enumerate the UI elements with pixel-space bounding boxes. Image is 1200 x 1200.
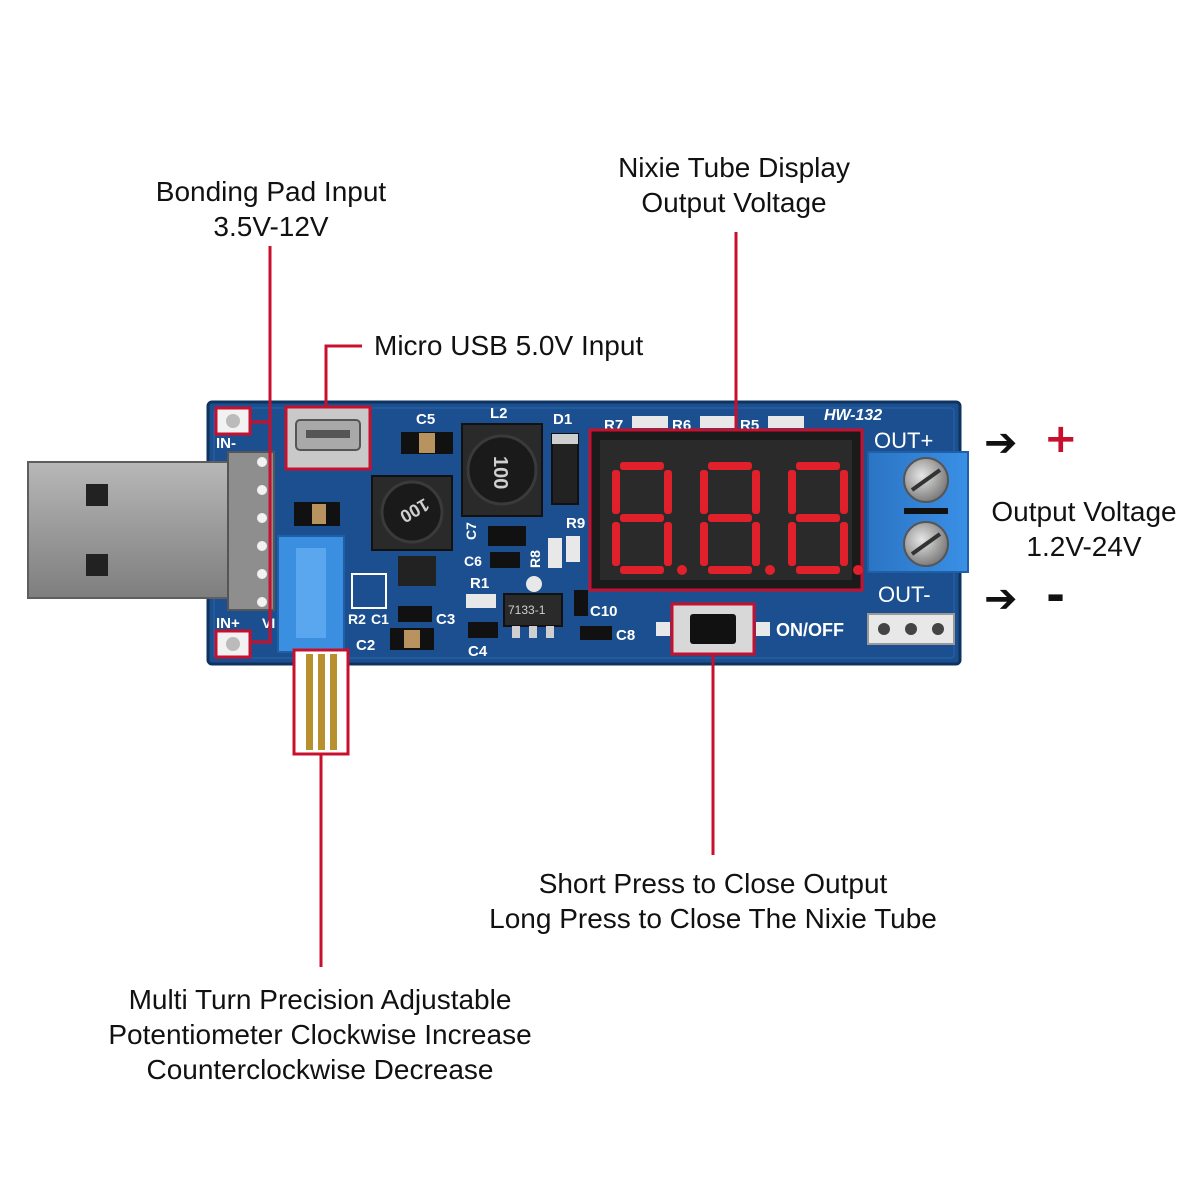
label-out-plus: OUT+ [874,428,933,453]
digit-1-segment-f [612,470,620,514]
digit-2-decimal-point [765,565,775,575]
leader-micro-usb [324,344,362,408]
label-d1: D1 [553,411,572,428]
label-c3: C3 [436,611,455,628]
label-on-off: ON/OFF [776,620,844,640]
header-pins [867,613,955,645]
callout-potentiometer: Multi Turn Precision Adjustable Potentio… [108,984,532,1085]
digit-3-segment-e [788,522,796,566]
label-r9: R9 [566,515,585,532]
resistor-r9 [566,536,580,562]
arrow-minus-icon: ➔ [984,576,1018,622]
resistor-r6 [700,416,736,428]
resistor-r5 [768,416,804,428]
digit-3-segment-f [788,470,796,514]
leader-lines [250,232,738,967]
digit-2-segment-g [708,514,752,522]
label-c5: C5 [416,411,435,428]
capacitor-c10 [574,590,588,616]
label-out-minus: OUT- [878,582,931,607]
label-c8: C8 [616,627,635,644]
digit-3-segment-d [796,566,840,574]
label-c7: C7 [463,522,479,540]
digit-2-segment-c [752,522,760,566]
digit-1-segment-d [620,566,664,574]
output-terminal-block [867,451,969,573]
digit-2-segment-d [708,566,752,574]
label-c6: C6 [464,553,482,569]
capacitor-c8 [580,626,612,640]
digit-3-decimal-point [853,565,863,575]
label-c4: C4 [468,643,488,660]
board-model: HW-132 [824,407,882,424]
digit-3-segment-b [840,470,848,514]
regulator-ic: 7133-1 [503,593,563,638]
capacitor-c6 [490,552,520,568]
diode-d1 [551,433,579,505]
label-r1: R1 [470,575,489,592]
label-in-plus: IN+ [216,615,240,632]
ic-marking: 7133-1 [508,603,546,617]
label-r2: R2 [348,611,366,627]
callout-bonding-pad: Bonding Pad Input 3.5V-12V [155,176,387,242]
label-c1: C1 [371,611,389,627]
label-l2: L2 [490,405,508,422]
digit-2-segment-a [708,462,752,470]
digit-1-segment-b [664,470,672,514]
label-c10: C10 [590,603,618,620]
display-digits [612,462,863,575]
label-r8: R8 [527,550,543,568]
resistor-r1 [466,594,496,608]
digit-2-segment-f [700,470,708,514]
capacitor-small-body [312,504,326,524]
digit-3-segment-g [796,514,840,522]
bonding-pad-in-minus [214,406,252,436]
usb-a-plug [27,451,275,611]
led-indicator [526,576,542,592]
capacitor-c7 [488,526,526,546]
digit-1-segment-a [620,462,664,470]
callout-nixie-display: Nixie Tube Display Output Voltage [618,152,850,218]
arrow-plus-icon: ➔ [984,420,1018,466]
inductor-l2: 100 [461,423,543,517]
digit-1-decimal-point [677,565,687,575]
resistor-r7 [632,416,668,428]
digit-1-segment-c [664,522,672,566]
resistor-r8 [548,538,562,568]
micro-usb-port [284,405,372,471]
component-outline [351,573,387,609]
label-c2: C2 [356,637,375,654]
push-button [670,602,756,656]
potentiometer-pins [292,648,350,756]
leader-bonding-pad [250,246,272,644]
digit-2-segment-b [752,470,760,514]
capacitor-c3 [398,606,432,622]
chip-mosfet [398,556,436,586]
capacitor-c5 [401,432,453,454]
bonding-pad-in-plus [214,629,252,659]
callout-micro-usb: Micro USB 5.0V Input [374,330,644,361]
capacitor-c4 [468,622,498,638]
callout-button: Short Press to Close Output Long Press t… [489,868,937,934]
digit-3-segment-c [840,522,848,566]
label-in-minus: IN- [216,435,236,452]
potentiometer [277,535,345,653]
callout-output-voltage: Output Voltage 1.2V-24V [991,496,1177,562]
polarity-plus: + [1044,416,1078,462]
digit-1-segment-e [612,522,620,566]
digit-1-segment-g [620,514,664,522]
digit-3-segment-a [796,462,840,470]
inductor-l2-marking: 100 [489,456,511,489]
digit-2-segment-e [700,522,708,566]
polarity-minus: - [1046,568,1066,622]
inductor-small: 100 [371,475,453,551]
